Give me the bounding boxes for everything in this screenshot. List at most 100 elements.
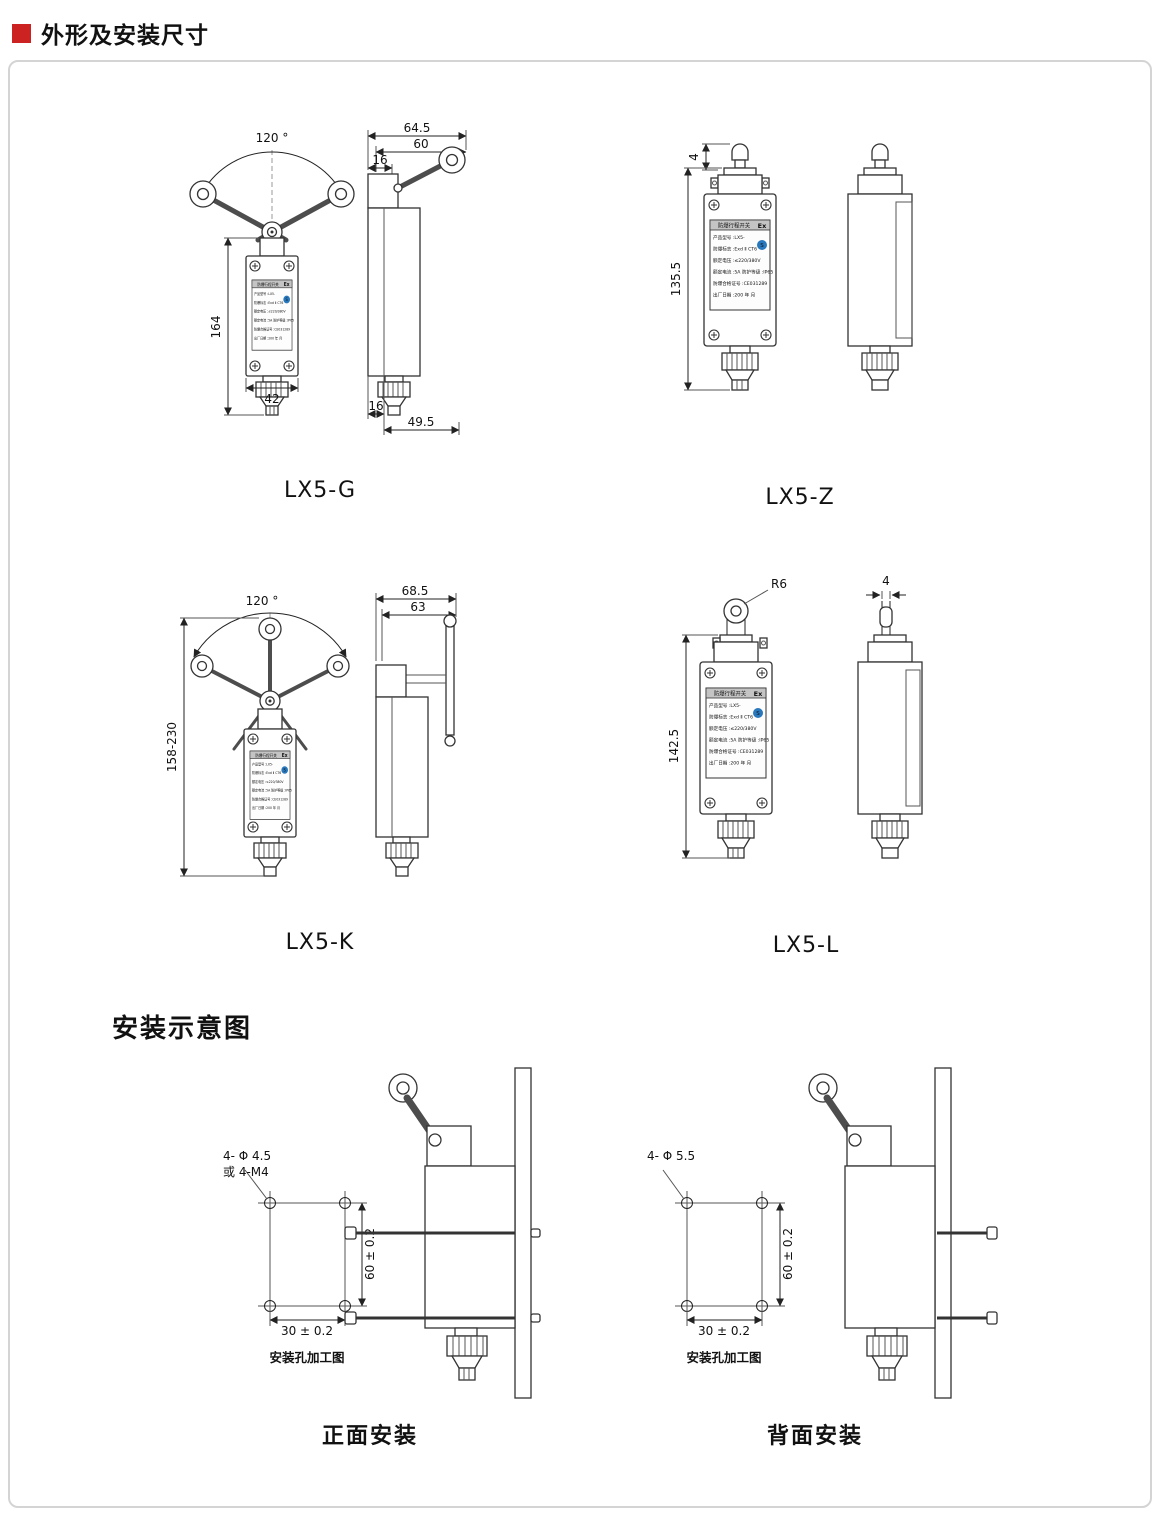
logo-icon: [281, 766, 289, 774]
hole-size-label: 4- Φ 4.5: [223, 1149, 271, 1163]
switch-body: [367, 207, 421, 377]
nameplate-ex: Ex: [758, 222, 767, 230]
nameplate-line: 防爆标志 :Exd Ⅱ CT6: [252, 770, 281, 775]
dim-angle-label: 120 °: [256, 131, 289, 145]
dim-lever-width-label: 63: [410, 600, 425, 614]
dim-angle-label: 120 °: [246, 594, 279, 608]
dims-top: 64.5 60 16: [367, 121, 467, 176]
logo-letter: S: [756, 711, 760, 717]
cable-gland: [721, 345, 759, 391]
dim-vertical-label: 60 ± 0.2: [363, 1228, 377, 1280]
lx5-z-drawing: 4 防爆行程开关 Ex 产品型号 :LX5- 防爆标志 :Exd Ⅱ CT6 额…: [669, 143, 913, 391]
logo-icon: [753, 708, 763, 718]
nameplate-line: 额定电压 :≤220/380V: [709, 725, 757, 732]
dim-height: 135.5: [669, 167, 730, 391]
dim-body-width-label: 42: [264, 392, 279, 406]
screw-icon: [283, 260, 295, 272]
lx5-l-front-view: R6 防爆行程开关 Ex 产品型号 :LX5- 防爆标志 :Exd Ⅱ CT6 …: [667, 577, 787, 859]
dim-horizontal-label: 30 ± 0.2: [281, 1324, 333, 1338]
nameplate-line: 额定电压 :≤220/380V: [713, 257, 761, 264]
switch-head: [367, 173, 399, 209]
screw-icon: [704, 797, 716, 809]
switch-head: [257, 708, 283, 730]
screw-icon: [281, 821, 293, 833]
hole-pattern-note: 安装孔加工图: [686, 1350, 761, 1365]
model-label-lx5-z: LX5-Z: [765, 485, 835, 510]
dim-height: 158-230: [165, 617, 264, 877]
logo-letter: S: [284, 767, 287, 772]
nameplate-line: 产品型号 :LX5-: [713, 234, 745, 241]
nameplate-line: 防爆合格证号 :CE031289: [254, 326, 290, 331]
dim-height-label: 135.5: [669, 262, 683, 296]
switch-head: [710, 167, 770, 195]
nameplate-line: 额定电流 :5A 防护等级 :IP65: [252, 787, 292, 792]
dim-bottom-offset-label: 16: [368, 399, 383, 413]
lx5-k-side-view: 68.5 63: [375, 584, 457, 877]
hole-size-label: 4- Φ 5.5: [647, 1149, 695, 1163]
screw-icon: [247, 821, 259, 833]
dim-height-label: 164: [209, 316, 223, 339]
side-cover: [895, 201, 913, 339]
cable-gland: [861, 345, 899, 391]
dim-fork-width: 4: [866, 574, 906, 599]
front-mounting-caption: 正面安装: [321, 1424, 418, 1449]
lx5-l-side-view: 4: [857, 574, 923, 859]
dim-height-label: 158-230: [165, 722, 179, 772]
logo-letter: S: [760, 243, 764, 249]
switch-head: [259, 237, 285, 257]
screw-icon: [704, 667, 716, 679]
mounting-bolt: [344, 1226, 541, 1240]
screw-icon: [249, 360, 261, 372]
nameplate-line: 出厂日期 :200 年 月: [252, 805, 280, 810]
nameplate: 防爆行程开关 Ex 产品型号 :LX5- 防爆标志 :Exd Ⅱ CT6 额定电…: [249, 750, 292, 820]
dim-lever-width-label: 60: [413, 137, 428, 151]
dim-height-label: 142.5: [667, 729, 681, 763]
screw-icon: [708, 199, 720, 211]
lx5-z-side-view: [847, 143, 913, 391]
screw-icon: [249, 260, 261, 272]
plunger: [731, 143, 749, 161]
mounting-plate: [514, 1067, 532, 1399]
nameplate-line: 出厂日期 :200 年 月: [254, 335, 282, 340]
section-title: 外形及安装尺寸: [41, 23, 209, 49]
switch-body: [375, 696, 429, 838]
mounting-hole-pattern: 4- Φ 4.5 或 4-M4 60 ± 0.2 30 ± 0.2 安装孔加工图: [223, 1149, 377, 1365]
dim-height: 164: [209, 237, 264, 416]
cable-gland: [717, 813, 755, 859]
screw-icon: [760, 199, 772, 211]
dim-top-width-label: 64.5: [404, 121, 431, 135]
dims-bottom: 16 49.5: [367, 376, 460, 435]
screw-icon: [708, 329, 720, 341]
dim-top-width-label: 68.5: [402, 584, 429, 598]
nameplate-line: 防爆标志 :Exd Ⅱ CT6: [709, 714, 753, 721]
fork-lever: [190, 617, 350, 751]
dim-roller-label: R6: [771, 577, 787, 591]
model-label-lx5-g: LX5-G: [283, 478, 357, 503]
mounting-hole-pattern: 4- Φ 5.5 60 ± 0.2 30 ± 0.2 安装孔加工图: [647, 1149, 795, 1365]
nameplate-line: 防爆标志 :Exd Ⅱ CT6: [254, 299, 283, 304]
lx5-g-side-view: 64.5 60 16 16: [367, 121, 467, 435]
hole-size-label-2: 或 4-M4: [223, 1165, 269, 1179]
nameplate-line: 额定电压 :≤220/380V: [254, 308, 286, 313]
nameplate-title: 防爆行程开关: [714, 690, 747, 698]
nameplate-ex: Ex: [284, 282, 290, 288]
back-mounting-drawing: 4- Φ 5.5 60 ± 0.2 30 ± 0.2 安装孔加工图: [647, 1067, 998, 1399]
dim-travel-label: 4: [687, 153, 701, 161]
nameplate-line: 防爆合格证号 :CE031289: [709, 748, 763, 755]
dim-body-width: 42: [245, 378, 299, 406]
nameplate-line: 产品型号 :LX5-: [254, 291, 276, 296]
cable-gland: [871, 813, 909, 859]
roller-edge: [879, 606, 893, 628]
nameplate-line: 防爆标志 :Exd Ⅱ CT6: [713, 246, 757, 253]
nameplate-line: 额定电流 :5A 防护等级 :IP65: [713, 269, 773, 276]
hole-pattern-note: 安装孔加工图: [269, 1350, 344, 1365]
nameplate: 防爆行程开关 Ex 产品型号 :LX5- 防爆标志 :Exd Ⅱ CT6 额定电…: [705, 687, 769, 779]
nameplate: 防爆行程开关 Ex 产品型号 :LX5- 防爆标志 :Exd Ⅱ CT6 额定电…: [251, 279, 294, 351]
lx5-g-front-view: 120 ° 防爆行程开关 Ex 产品型号 :LX5- 防爆标志 :Exd Ⅱ C…: [189, 131, 355, 416]
lx5-l-drawing: R6 防爆行程开关 Ex 产品型号 :LX5- 防爆标志 :Exd Ⅱ CT6 …: [667, 574, 923, 859]
nameplate-ex: Ex: [282, 753, 288, 759]
switch-body: [844, 1165, 936, 1329]
dim-travel: 4: [687, 143, 730, 171]
lx5-k-front-view: 120 ° 防爆行程开关 Ex 产品型号 :LX5- 防爆标志 :: [165, 594, 350, 877]
nameplate-line: 防爆合格证号 :CE031289: [713, 280, 767, 287]
